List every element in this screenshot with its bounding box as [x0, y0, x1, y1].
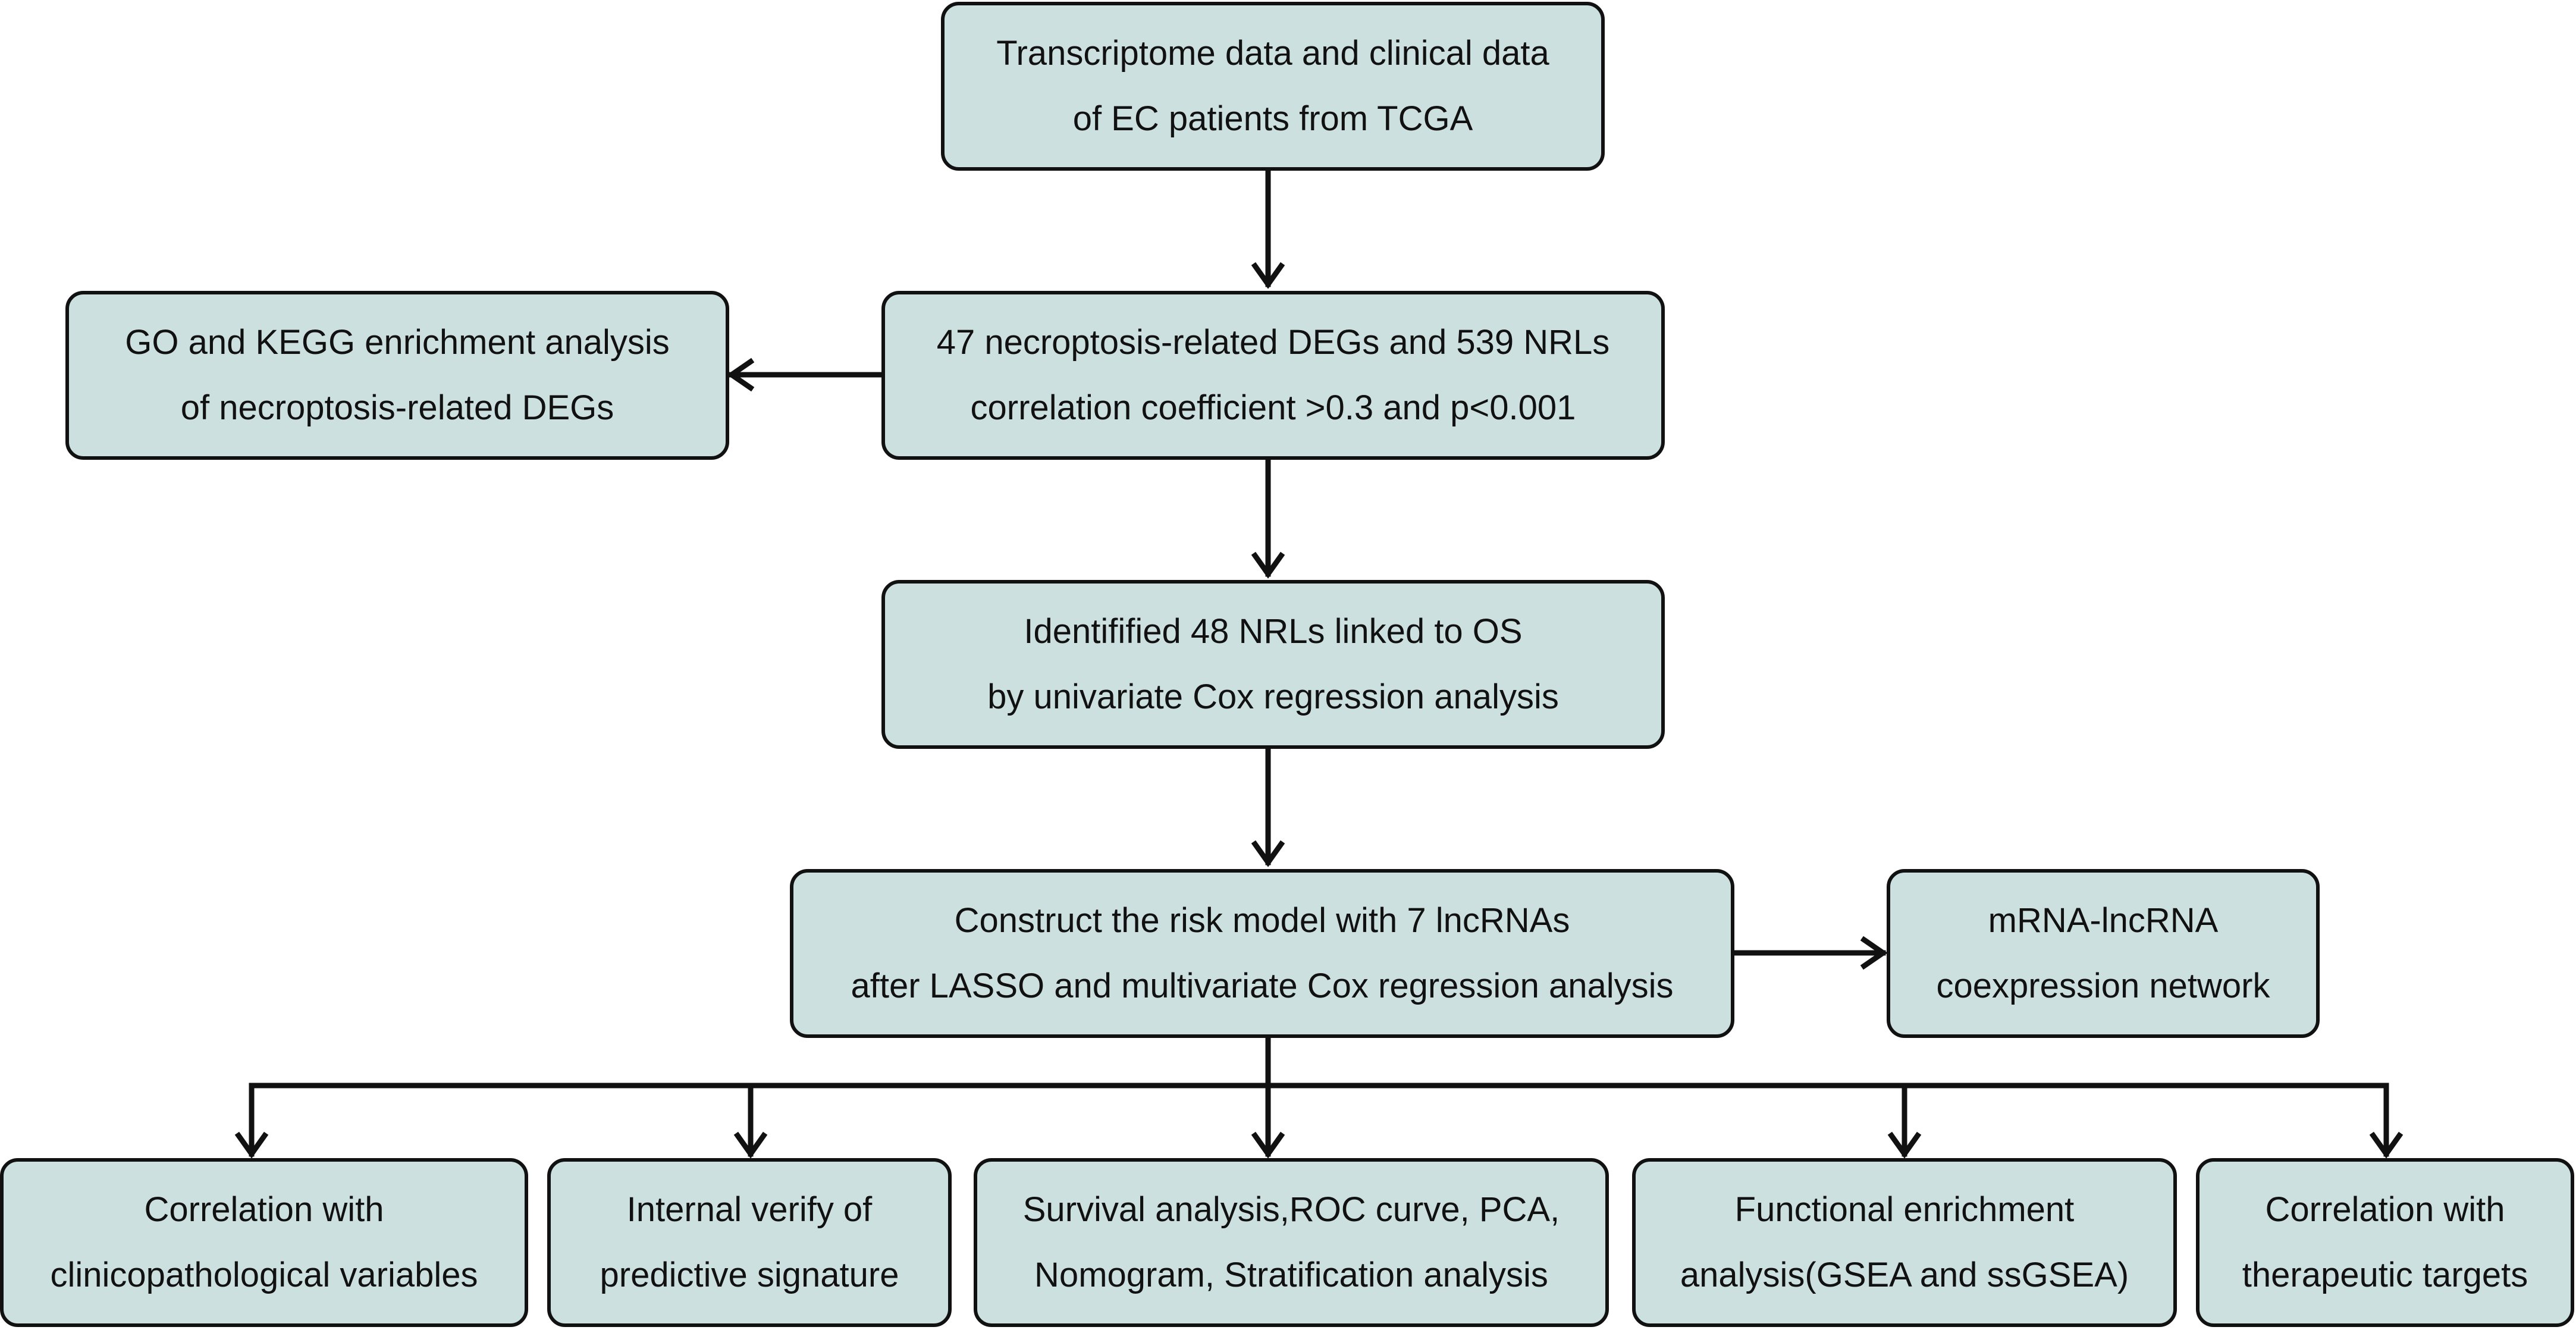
- arrowhead-to-verify: [733, 1131, 768, 1159]
- arrowhead-degs-to-cox: [1251, 551, 1285, 579]
- node-univariate-cox-line1: Identifified 48 NRLs linked to OS: [1024, 612, 1523, 651]
- node-risk-model: Construct the risk model with 7 lncRNAs …: [790, 869, 1734, 1038]
- node-risk-model-line1: Construct the risk model with 7 lncRNAs: [954, 901, 1570, 940]
- arrowhead-cox-to-risk-model: [1251, 840, 1285, 867]
- arrowhead-risk-model-to-network: [1860, 936, 1888, 970]
- node-coexpression-network-line1: mRNA-lncRNA: [1988, 901, 2219, 940]
- arrowhead-to-survival: [1251, 1131, 1285, 1159]
- node-functional-enrichment: Functional enrichment analysis(GSEA and …: [1632, 1158, 2177, 1327]
- node-necroptosis-degs: 47 necroptosis-related DEGs and 539 NRLs…: [881, 291, 1665, 460]
- arrowhead-to-clinico: [234, 1131, 269, 1159]
- node-survival-analysis-line1: Survival analysis,ROC curve, PCA,: [1022, 1190, 1560, 1229]
- node-survival-analysis: Survival analysis,ROC curve, PCA, Nomogr…: [974, 1158, 1609, 1327]
- node-tcga-data-line2: of EC patients from TCGA: [1072, 99, 1473, 138]
- arrowhead-degs-to-enrichment: [727, 357, 755, 392]
- node-therapeutic-targets-line1: Correlation with: [2265, 1190, 2505, 1229]
- node-tcga-data: Transcriptome data and clinical data of …: [941, 2, 1605, 171]
- node-therapeutic-targets-line2: therapeutic targets: [2242, 1256, 2528, 1294]
- node-functional-enrichment-line2: analysis(GSEA and ssGSEA): [1680, 1256, 2129, 1294]
- node-survival-analysis-line2: Nomogram, Stratification analysis: [1034, 1256, 1548, 1294]
- node-enrichment-line2: of necroptosis-related DEGs: [180, 388, 614, 427]
- node-univariate-cox-line2: by univariate Cox regression analysis: [987, 677, 1559, 716]
- arrowhead-to-therapeutic: [2369, 1131, 2404, 1159]
- node-enrichment: GO and KEGG enrichment analysis of necro…: [65, 291, 729, 460]
- node-therapeutic-targets: Correlation with therapeutic targets: [2196, 1158, 2574, 1327]
- node-internal-verify: Internal verify of predictive signature: [547, 1158, 952, 1327]
- node-functional-enrichment-line1: Functional enrichment: [1734, 1190, 2075, 1229]
- node-necroptosis-degs-line2: correlation coefficient >0.3 and p<0.001: [970, 388, 1576, 427]
- node-enrichment-line1: GO and KEGG enrichment analysis: [125, 323, 670, 362]
- node-risk-model-line2: after LASSO and multivariate Cox regress…: [851, 967, 1674, 1005]
- node-necroptosis-degs-line1: 47 necroptosis-related DEGs and 539 NRLs: [936, 323, 1610, 362]
- node-coexpression-network-line2: coexpression network: [1936, 967, 2270, 1005]
- arrowhead-to-functional: [1887, 1131, 1922, 1159]
- node-univariate-cox: Identifified 48 NRLs linked to OS by uni…: [881, 580, 1665, 749]
- node-internal-verify-line2: predictive signature: [600, 1256, 899, 1294]
- node-clinicopathological-line2: clinicopathological variables: [50, 1256, 478, 1294]
- node-tcga-data-line1: Transcriptome data and clinical data: [996, 34, 1549, 73]
- node-internal-verify-line1: Internal verify of: [626, 1190, 873, 1229]
- node-clinicopathological-line1: Correlation with: [144, 1190, 384, 1229]
- node-clinicopathological: Correlation with clinicopathological var…: [0, 1158, 528, 1327]
- node-coexpression-network: mRNA-lncRNA coexpression network: [1887, 869, 2320, 1038]
- arrowhead-tcga-to-degs: [1251, 262, 1285, 289]
